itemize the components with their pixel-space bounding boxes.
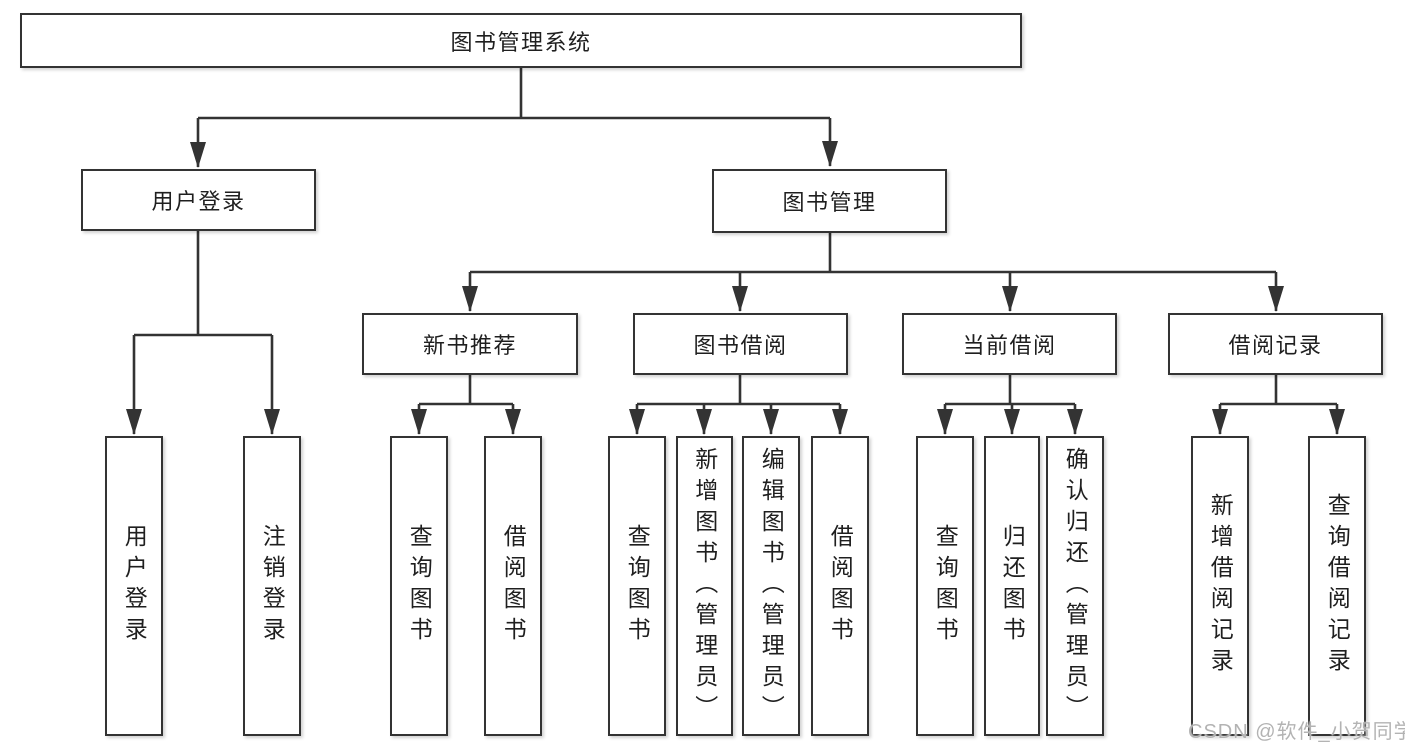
leaf-borrow-edit-books-label: 编辑图书（管理员）	[758, 446, 785, 726]
watermark: CSDN @软件_小贺同学	[1188, 721, 1405, 743]
leaf-newrec-borrow-books: 借阅图书	[484, 436, 542, 736]
connector-user-login	[126, 231, 280, 435]
leaf-borrow-add-books: 新增图书（管理员）	[676, 436, 733, 736]
node-new-book-rec-label: 新书推荐	[422, 333, 517, 358]
connector-new-book-rec	[411, 375, 521, 435]
node-book-borrow: 图书借阅	[633, 313, 848, 375]
node-user-login-label: 用户登录	[151, 189, 246, 214]
node-current-borrow: 当前借阅	[902, 313, 1117, 375]
leaf-borrow-borrow-books-label: 借阅图书	[827, 524, 854, 648]
node-book-borrow-label: 图书借阅	[693, 333, 788, 358]
leaf-newrec-query-books: 查询图书	[390, 436, 448, 736]
node-root-label: 图书管理系统	[450, 29, 592, 55]
node-borrow-record-label: 借阅记录	[1228, 333, 1323, 358]
node-current-borrow-label: 当前借阅	[962, 333, 1057, 358]
connector-book-mgmt	[462, 233, 1284, 312]
leaf-record-add-record-label: 新增借阅记录	[1207, 493, 1234, 679]
leaf-logout: 注销登录	[243, 436, 301, 736]
leaf-current-confirm-return: 确认归还（管理员）	[1046, 436, 1104, 736]
leaf-record-query-record-label: 查询借阅记录	[1324, 493, 1351, 679]
leaf-borrow-borrow-books: 借阅图书	[811, 436, 869, 736]
leaf-current-query-books: 查询图书	[916, 436, 974, 736]
node-root: 图书管理系统	[20, 13, 1022, 68]
leaf-current-return-books-label: 归还图书	[999, 524, 1026, 648]
leaf-borrow-query-books-label: 查询图书	[624, 524, 651, 648]
leaf-newrec-borrow-books-label: 借阅图书	[500, 524, 527, 648]
node-book-mgmt: 图书管理	[712, 169, 947, 233]
leaf-record-query-record: 查询借阅记录	[1308, 436, 1366, 736]
leaf-current-confirm-return-label: 确认归还（管理员）	[1062, 446, 1089, 726]
leaf-current-return-books: 归还图书	[984, 436, 1040, 736]
leaf-borrow-add-books-label: 新增图书（管理员）	[691, 446, 718, 726]
leaf-borrow-edit-books: 编辑图书（管理员）	[742, 436, 800, 736]
connector-book-borrow	[629, 375, 848, 435]
leaf-user-login-label: 用户登录	[121, 524, 148, 648]
leaf-record-add-record: 新增借阅记录	[1191, 436, 1249, 736]
node-new-book-rec: 新书推荐	[362, 313, 578, 375]
leaf-current-query-books-label: 查询图书	[932, 524, 959, 648]
leaf-borrow-query-books: 查询图书	[608, 436, 666, 736]
connector-root	[190, 68, 838, 168]
leaf-newrec-query-books-label: 查询图书	[406, 524, 433, 648]
leaf-logout-label: 注销登录	[259, 524, 286, 648]
node-user-login: 用户登录	[81, 169, 316, 231]
node-book-mgmt-label: 图书管理	[782, 190, 877, 215]
node-borrow-record: 借阅记录	[1168, 313, 1383, 375]
connector-borrow-record	[1212, 375, 1345, 435]
leaf-user-login: 用户登录	[105, 436, 163, 736]
connector-current-borrow	[937, 375, 1083, 435]
